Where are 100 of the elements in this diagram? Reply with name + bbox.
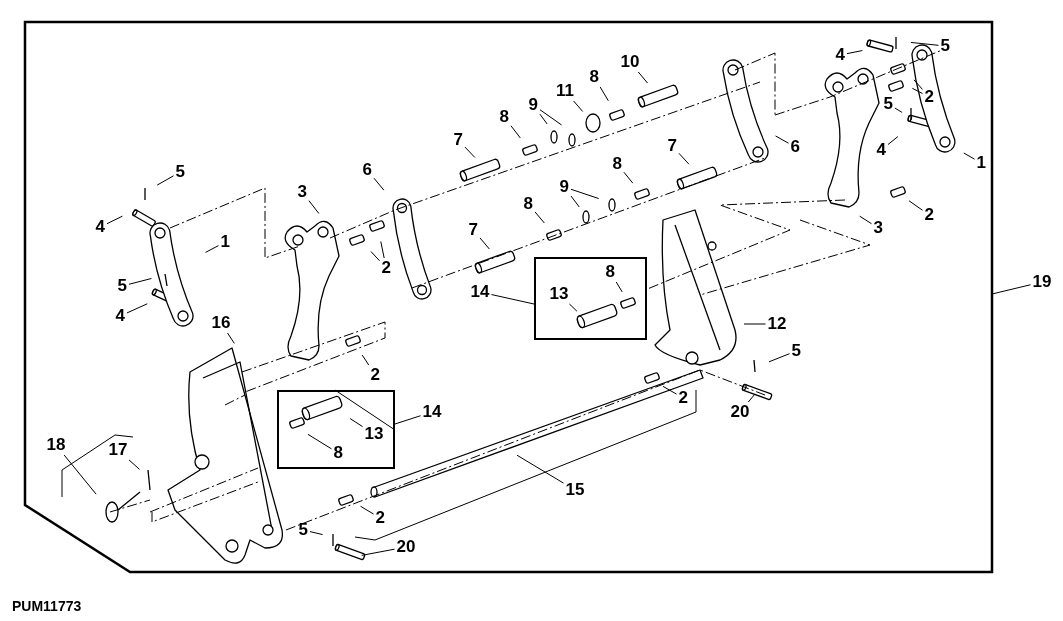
leader-line	[894, 107, 903, 113]
figure-code: PUM11773	[12, 598, 82, 614]
leader-line	[846, 50, 863, 55]
leader-line	[599, 86, 609, 102]
leader-line	[910, 41, 939, 46]
inset-box	[534, 257, 647, 340]
callout-number: 5	[174, 162, 186, 181]
leader-line	[307, 433, 332, 450]
leader-line	[913, 79, 923, 90]
callout-number: 3	[872, 218, 884, 237]
leader-line	[394, 415, 421, 425]
callout-number: 1	[219, 232, 231, 251]
callout-number: 6	[789, 137, 801, 156]
callout-number: 18	[45, 435, 67, 454]
leader-line	[126, 303, 148, 314]
callout-number: 8	[604, 262, 616, 281]
callout-number: 8	[588, 67, 600, 86]
leader-line	[775, 135, 789, 144]
callout-number: 17	[107, 440, 129, 459]
leader-line	[128, 459, 140, 470]
leader-line	[361, 354, 370, 366]
leader-line	[370, 251, 380, 262]
callout-number: 2	[923, 205, 935, 224]
callout-number: 14	[469, 282, 491, 301]
leader-line	[568, 303, 578, 312]
leader-line	[106, 215, 123, 225]
leader-line	[662, 385, 677, 395]
leader-line	[963, 152, 975, 160]
leader-line	[205, 245, 219, 253]
callout-number: 14	[421, 402, 443, 421]
leader-line	[490, 294, 535, 305]
leader-line	[743, 323, 766, 325]
leader-line	[539, 109, 563, 126]
leader-line	[464, 146, 476, 158]
leader-line	[539, 113, 548, 125]
callout-number: 16	[210, 313, 232, 332]
callout-number: 8	[498, 107, 510, 126]
leader-line	[570, 195, 580, 208]
leader-line	[623, 171, 634, 184]
callout-number: 12	[766, 314, 788, 333]
leader-line	[349, 418, 363, 428]
leader-line	[615, 281, 623, 293]
leader-line	[887, 136, 899, 146]
callout-number: 6	[361, 160, 373, 179]
leader-line	[63, 454, 97, 495]
callout-number: 4	[875, 140, 887, 159]
leader-line	[991, 284, 1031, 295]
leader-line	[570, 188, 600, 200]
leader-line	[678, 152, 690, 165]
callout-number: 7	[452, 130, 464, 149]
callout-number: 5	[882, 94, 894, 113]
callout-number: 2	[380, 258, 392, 277]
callout-number: 20	[395, 537, 417, 556]
callout-number: 2	[923, 87, 935, 106]
leader-line	[360, 505, 374, 515]
parts-frame-outline	[25, 22, 992, 572]
leader-line	[516, 454, 564, 484]
callout-number: 10	[619, 52, 641, 71]
leader-line	[380, 241, 385, 259]
leader-line	[227, 332, 235, 344]
callout-number: 4	[94, 217, 106, 236]
callout-number: 8	[332, 443, 344, 462]
leader-line	[534, 211, 545, 224]
leader-line	[859, 215, 872, 225]
inset-box	[277, 390, 395, 469]
callout-number: 9	[527, 95, 539, 114]
leader-line	[747, 393, 756, 403]
leader-line	[510, 125, 521, 139]
callout-number: 5	[939, 36, 951, 55]
callout-number: 13	[363, 424, 385, 443]
callout-number: 13	[548, 284, 570, 303]
leader-line	[309, 531, 324, 536]
callout-number: 4	[834, 45, 846, 64]
callout-number: 7	[666, 136, 678, 155]
callout-number: 11	[555, 81, 575, 100]
callout-number: 1	[975, 153, 987, 172]
leader-line	[637, 71, 648, 84]
callout-number: 5	[297, 520, 309, 539]
callout-number: 2	[374, 508, 386, 527]
leader-line	[911, 87, 923, 95]
leader-line	[479, 237, 490, 250]
callout-number: 19	[1031, 272, 1053, 291]
callout-number: 9	[558, 177, 570, 196]
leader-line	[361, 548, 395, 556]
leader-line	[373, 177, 385, 191]
callout-number: 5	[790, 341, 802, 360]
callout-number: 8	[522, 194, 534, 213]
callout-number: 4	[114, 306, 126, 325]
callout-number: 5	[116, 276, 128, 295]
leader-line	[573, 100, 584, 112]
callout-number: 3	[296, 182, 308, 201]
leader-line	[128, 278, 152, 285]
leader-line	[156, 175, 174, 186]
leader-line	[908, 200, 923, 211]
callout-number: 2	[369, 365, 381, 384]
callout-number: 2	[677, 388, 689, 407]
callout-number: 7	[467, 220, 479, 239]
leader-line	[768, 353, 790, 363]
callout-number: 8	[611, 154, 623, 173]
leader-line	[308, 200, 320, 214]
